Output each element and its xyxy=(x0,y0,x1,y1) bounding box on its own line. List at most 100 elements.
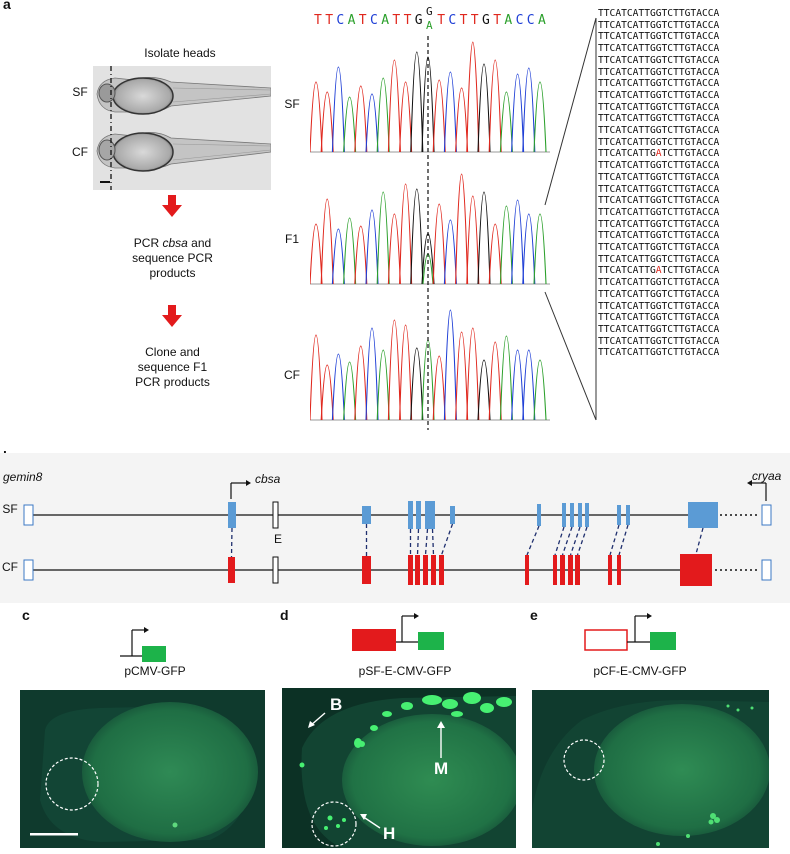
trace-peak xyxy=(387,213,401,285)
trace-panel xyxy=(310,173,550,285)
clone-sequence: TTCATCATTGATCTTGTACCA xyxy=(598,265,720,277)
clone-sequence: TTCATCATTGATCTTGTACCA xyxy=(598,148,720,160)
eye-outline xyxy=(45,757,99,811)
cf-exon xyxy=(575,555,580,585)
construct-pcmv-gfp xyxy=(120,627,166,662)
cf-exon xyxy=(617,555,621,585)
cf-exon xyxy=(560,555,565,585)
trace-peak xyxy=(477,359,491,421)
gene-label-cryaa: cryaa xyxy=(752,469,782,483)
sf-exon xyxy=(562,503,566,527)
sf-exon xyxy=(626,505,630,525)
trace-panel xyxy=(310,309,550,421)
trace-peak xyxy=(320,364,334,421)
cf-exon xyxy=(362,556,371,584)
trace-peak xyxy=(343,361,357,421)
cf-enhancer-box xyxy=(584,629,628,651)
trace-peak xyxy=(354,345,368,421)
down-arrow-2 xyxy=(162,305,182,327)
trace-peak xyxy=(522,349,536,421)
gfp-box xyxy=(650,632,676,650)
sf-exon xyxy=(617,505,621,525)
ref-base: G xyxy=(482,13,490,28)
element-label-e: E xyxy=(273,532,282,546)
fluorescence-image-e xyxy=(532,690,769,848)
sf-exon xyxy=(688,502,718,528)
sf-exon xyxy=(570,503,574,527)
marker-m-label: M xyxy=(434,759,448,778)
exon-homology-line xyxy=(561,526,573,556)
fluorescence-image-d: B M H xyxy=(282,688,516,848)
fluorescence-image-c xyxy=(20,690,265,848)
cf-exon xyxy=(608,555,612,585)
panel-label-d: d xyxy=(280,607,289,623)
sf-exon xyxy=(537,504,541,526)
ref-base: C xyxy=(336,13,344,28)
eye-outline xyxy=(311,801,357,847)
cf-exon xyxy=(408,555,413,585)
construct-pcf-e-cmv-gfp xyxy=(584,613,676,651)
trace-peak xyxy=(343,96,357,153)
trace-peak xyxy=(399,81,413,153)
scale-bar xyxy=(30,833,78,836)
clone-sequence: TTCATCATTGGTCTTGTACCA xyxy=(598,183,720,195)
clone-sequence: TTCATCATTGGTCTTGTACCA xyxy=(598,31,720,43)
trace-peak xyxy=(343,217,357,285)
sf-exon xyxy=(450,506,455,524)
ref-base: T xyxy=(392,13,400,28)
gene-label-cbsa: cbsa xyxy=(255,472,281,486)
sf-exon xyxy=(578,503,582,527)
clone-sequence: TTCATCATTGGTCTTGTACCA xyxy=(598,54,720,66)
trace-peak xyxy=(410,347,424,421)
exon-homology-line xyxy=(431,528,435,556)
ref-variant-top: G xyxy=(426,5,433,18)
trace-label-cf: CF xyxy=(284,368,300,382)
sf-exon xyxy=(362,506,371,524)
marker-b-label: B xyxy=(330,695,342,714)
fluorescence-drawing-c xyxy=(30,702,258,842)
exon-homology-line xyxy=(526,525,540,556)
cf-exon xyxy=(680,554,712,586)
sf-exon xyxy=(425,501,430,529)
exon-homology-line xyxy=(424,528,429,556)
trace-peak xyxy=(511,73,525,153)
trace-label-f1: F1 xyxy=(284,232,299,246)
ref-base: A xyxy=(538,13,546,28)
clone-sequence: TTCATCATTGGTCTTGTACCA xyxy=(598,347,720,359)
sf-exon xyxy=(416,501,421,529)
trace-peak xyxy=(320,91,334,153)
ref-base: C xyxy=(527,13,535,28)
clone-sequence: TTCATCATTGGTCTTGTACCA xyxy=(598,195,720,207)
trace-peak xyxy=(477,191,491,285)
gene-structure-map xyxy=(23,480,772,586)
sf-exon xyxy=(408,501,413,529)
marker-h-label: H xyxy=(383,824,395,843)
trace-peak xyxy=(354,225,368,285)
exon-homology-line xyxy=(609,524,620,556)
trace-peak xyxy=(310,223,323,285)
cf-exon xyxy=(228,557,235,583)
trace-peak xyxy=(376,349,390,421)
cf-fish xyxy=(96,132,271,172)
trace-peak xyxy=(443,309,457,421)
ref-base: T xyxy=(359,13,367,28)
trace-peak xyxy=(365,93,379,153)
clone-mutation: A xyxy=(655,148,662,160)
trace-peak xyxy=(522,213,536,285)
trace-peak xyxy=(533,359,547,421)
trace-panel xyxy=(310,41,550,153)
cryaa-exon xyxy=(761,559,772,581)
trace-peak xyxy=(499,205,513,285)
sf-exon xyxy=(430,501,435,529)
trace-peak xyxy=(499,335,513,421)
trace-peak xyxy=(466,195,480,285)
trace-label-sf: SF xyxy=(284,97,300,111)
trace-peak xyxy=(365,327,379,421)
gemin8-exon xyxy=(23,559,34,581)
scale-bar xyxy=(100,181,110,183)
cf-exon xyxy=(525,555,529,585)
gfp-box xyxy=(142,646,166,662)
trace-peak xyxy=(320,198,334,285)
clone-sequence: TTCATCATTGGTCTTGTACCA xyxy=(598,78,720,90)
